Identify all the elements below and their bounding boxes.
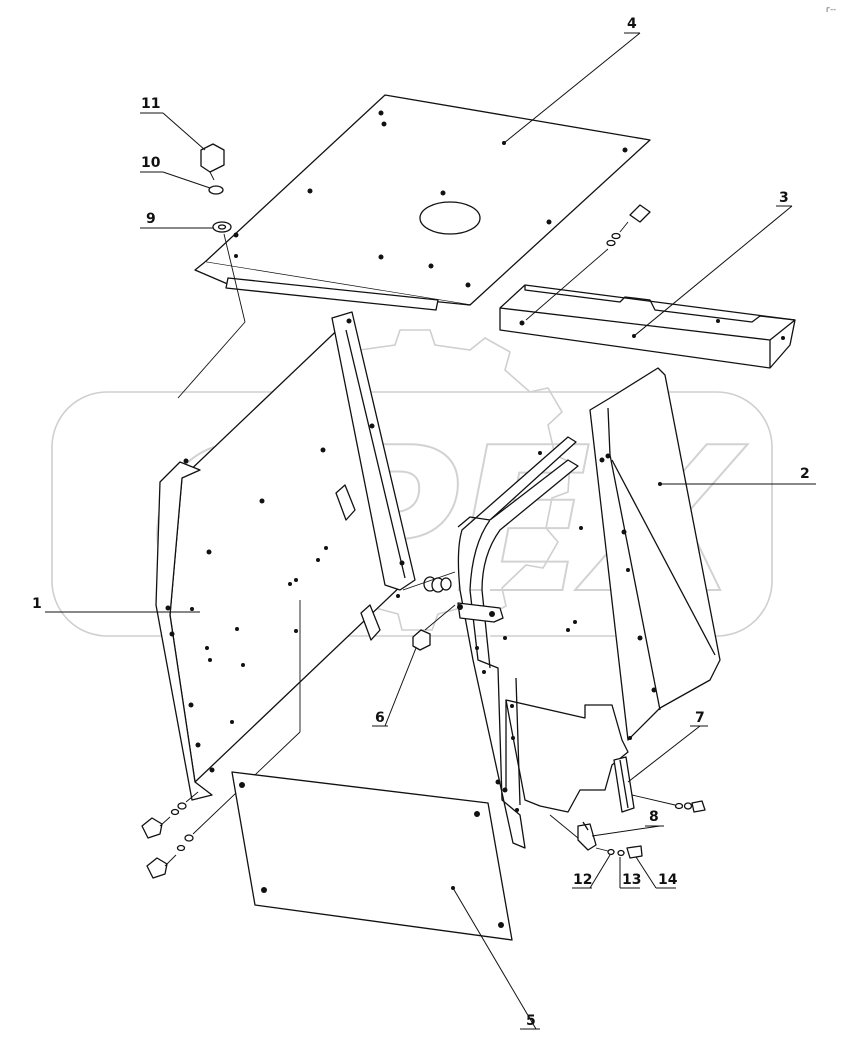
part-top-plate: [194, 94, 651, 311]
callout-label-5: 5: [526, 1013, 536, 1029]
part-left-panel: [141, 311, 416, 879]
part-side-bar: [499, 204, 796, 369]
callout-label-9: 9: [146, 211, 156, 227]
callout-label-4: 4: [627, 16, 637, 32]
callout-label-8: 8: [649, 809, 659, 825]
callout-label-6: 6: [375, 710, 385, 726]
fastener-stack-top: [177, 143, 246, 399]
callout-label-14: 14: [658, 872, 678, 888]
callout-label-12: 12: [573, 872, 592, 888]
callout-label-10: 10: [141, 155, 161, 171]
callout-label-11: 11: [141, 96, 160, 112]
part-right-assembly: [457, 367, 721, 859]
callout-label-3: 3: [779, 190, 789, 206]
fastener-center: [402, 571, 456, 651]
callout-labels: 1 2 3 4 5 6 7 8 9 10: [32, 16, 816, 1030]
callout-label-1: 1: [32, 596, 42, 612]
callout-label-7: 7: [695, 710, 705, 726]
callout-label-2: 2: [800, 466, 810, 482]
callout-label-13: 13: [622, 872, 641, 888]
part-bottom-plate: [231, 771, 513, 941]
watermark-frame: [51, 391, 773, 637]
corner-mark: г--: [826, 5, 836, 14]
